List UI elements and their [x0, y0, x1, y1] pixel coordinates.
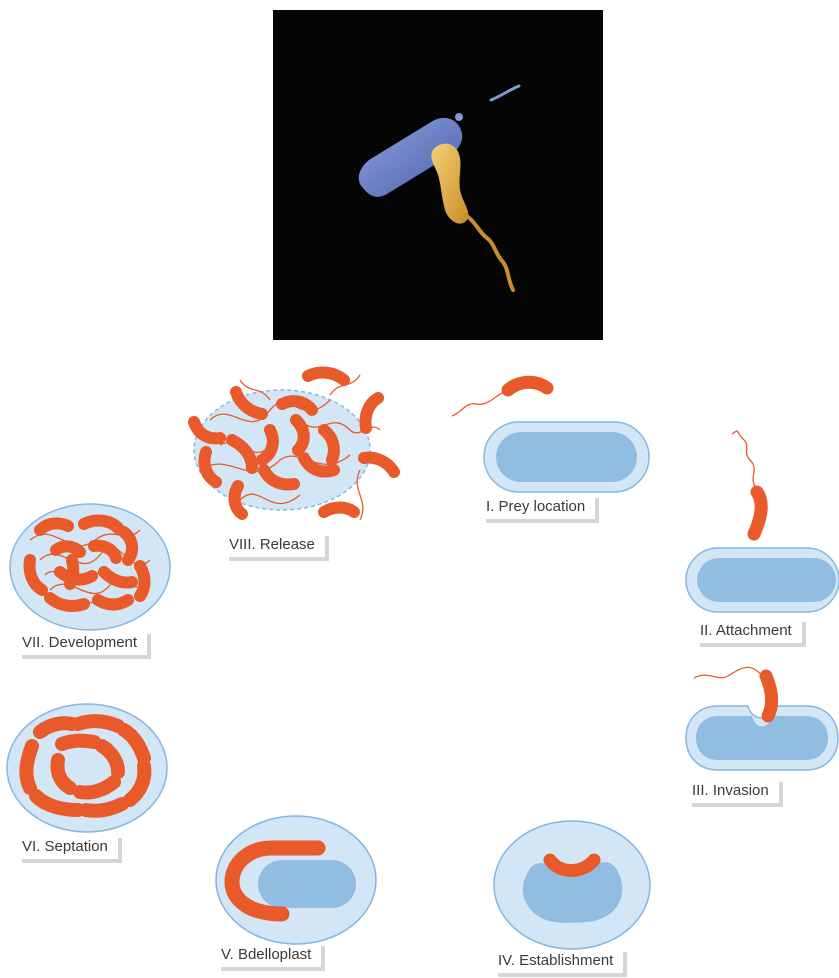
stage-prey-location-illustration [452, 382, 649, 492]
stage-label-release: VIII. Release [229, 536, 329, 561]
stage-attachment-illustration [686, 431, 839, 612]
stage-establishment-illustration [494, 821, 650, 949]
stage-release-illustration [194, 373, 394, 520]
stage-label-bdelloplast: V. Bdelloplast [221, 946, 325, 971]
stage-label-development: VII. Development [22, 634, 151, 659]
stage-label-invasion: III. Invasion [692, 782, 783, 807]
stage-bdelloplast-illustration [216, 816, 376, 944]
stage-development-illustration [10, 504, 170, 630]
stage-invasion-illustration [686, 667, 838, 770]
stage-label-establishment: IV. Establishment [498, 952, 627, 977]
stage-label-prey-location: I. Prey location [486, 498, 599, 523]
stage-septation-illustration [7, 704, 167, 832]
stage-label-attachment: II. Attachment [700, 622, 806, 647]
stage-label-septation: VI. Septation [22, 838, 122, 863]
